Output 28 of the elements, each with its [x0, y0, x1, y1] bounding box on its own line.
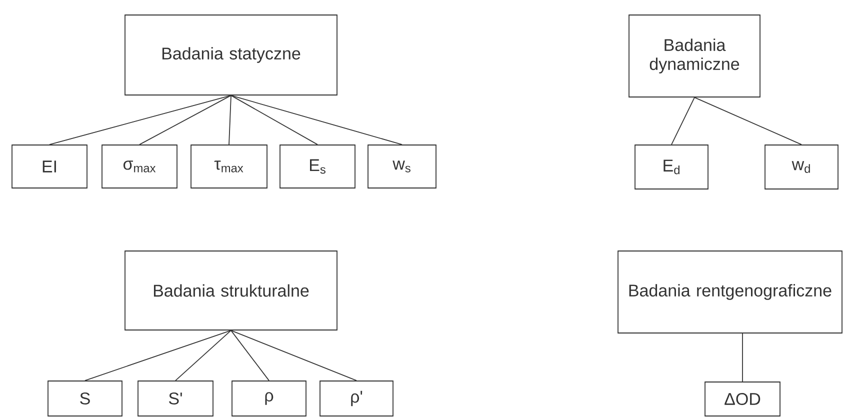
- parameter-box: w$_{d}$: [764, 144, 838, 190]
- category-box: Badania dynamiczne: [628, 14, 760, 98]
- parameter-box: ρ': [320, 380, 394, 416]
- connector-line: [742, 333, 743, 382]
- connector-line: [49, 95, 232, 145]
- parameter-box: τ$_{max}$: [190, 144, 268, 188]
- category-box: Badania statyczne: [124, 14, 338, 96]
- parameter-box: ρ: [232, 380, 306, 416]
- parameter-box: ΔOD: [704, 382, 780, 416]
- connector-line: [230, 330, 270, 381]
- parameter-box: S': [138, 380, 214, 416]
- parameter-box: E$_{d}$: [634, 144, 708, 190]
- connector-line: [228, 95, 232, 145]
- parameter-box: E$_{s}$: [280, 144, 356, 188]
- connector-line: [230, 95, 402, 145]
- category-box: Badania rentgenograficzne: [618, 250, 842, 334]
- parameter-box: S: [48, 380, 122, 416]
- connector-line: [84, 330, 232, 381]
- parameter-box: w$_{s}$: [368, 144, 436, 188]
- connector-line: [139, 95, 232, 145]
- connector-line: [671, 97, 695, 145]
- connector-line: [230, 95, 318, 145]
- category-box: Badania strukturalne: [124, 250, 338, 330]
- connector-line: [230, 330, 357, 381]
- parameter-box: EI: [12, 144, 88, 188]
- connector-line: [694, 97, 802, 145]
- connector-line: [175, 330, 232, 381]
- parameter-box: σ$_{max}$: [102, 144, 178, 188]
